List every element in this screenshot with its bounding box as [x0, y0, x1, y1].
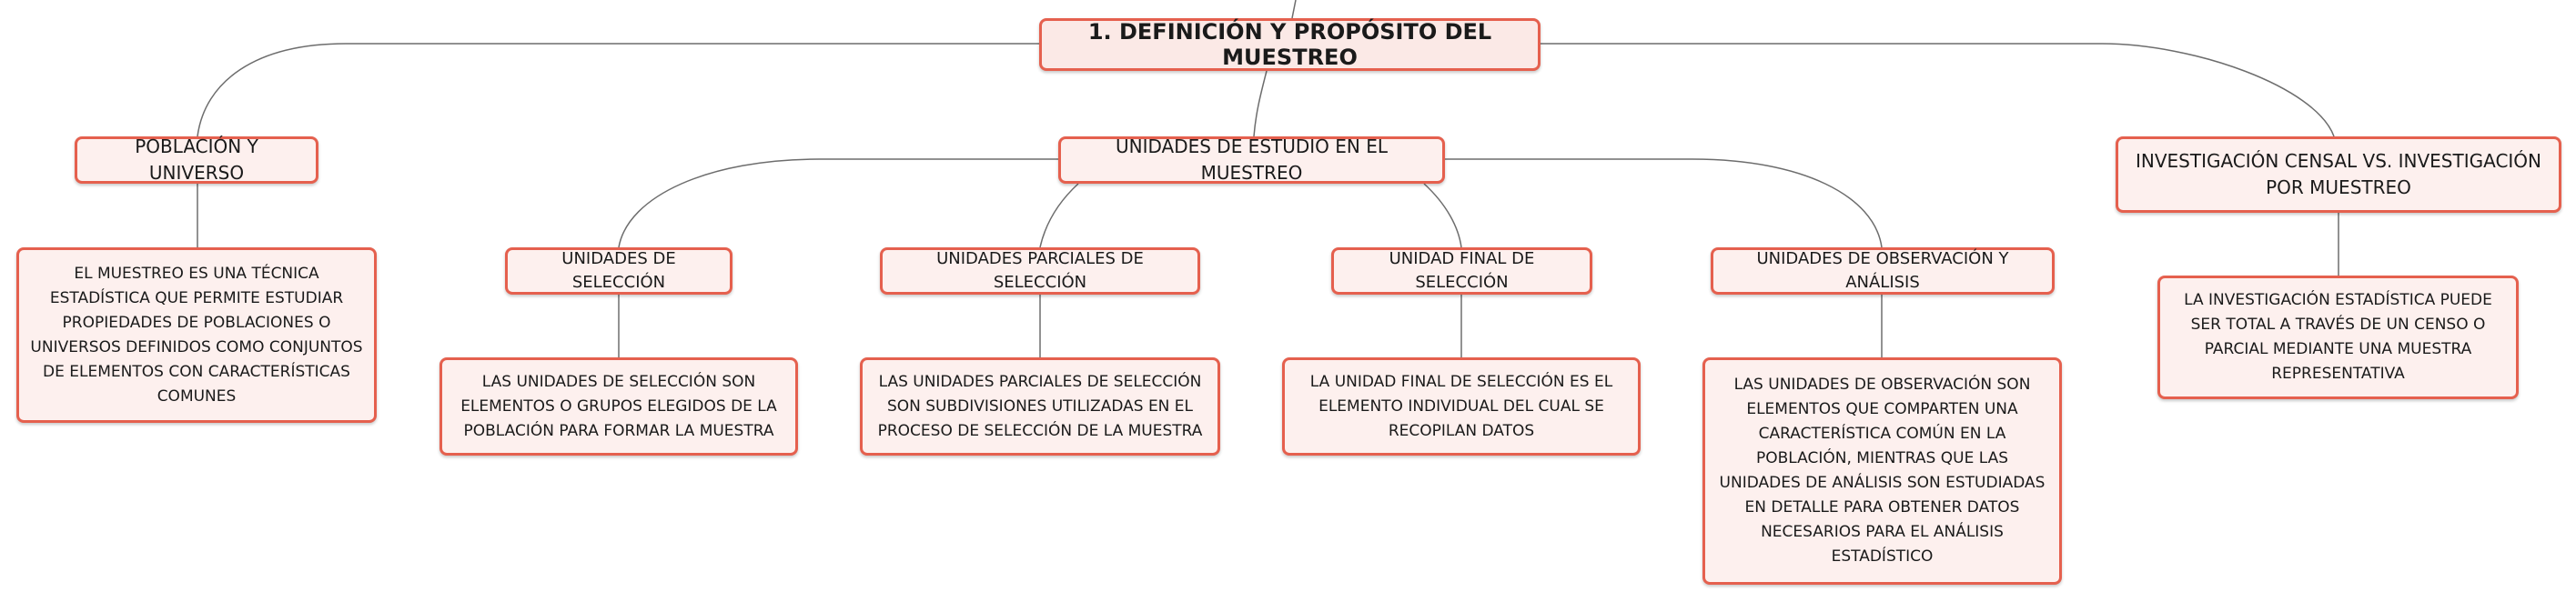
- topic-poblacion-universo[interactable]: POBLACIÓN Y UNIVERSO: [75, 135, 318, 184]
- detail-investigacion-censal[interactable]: LA INVESTIGACIÓN ESTADÍSTICA PUEDE SER T…: [2157, 276, 2519, 399]
- connector-unidades-parciales: [1039, 183, 1079, 248]
- topic-poblacion-universo-label: POBLACIÓN Y UNIVERSO: [135, 135, 258, 184]
- detail-unidad-final[interactable]: LA UNIDAD FINAL DE SELECCIÓN ES EL ELEME…: [1282, 357, 1641, 456]
- detail-unidades-observacion-text: LAS UNIDADES DE OBSERVACIÓN SON ELEMENTO…: [1719, 376, 2046, 566]
- detail-unidades-seleccion[interactable]: LAS UNIDADES DE SELECCIÓN SON ELEMENTOS …: [439, 357, 798, 456]
- detail-unidades-parciales-text: LAS UNIDADES PARCIALES DE SELECCIÓN SON …: [877, 372, 1203, 440]
- detail-unidad-final-text: LA UNIDAD FINAL DE SELECCIÓN ES EL ELEME…: [1309, 372, 1613, 440]
- root-topic-label: 1. DEFINICIÓN Y PROPÓSITO DEL MUESTREO: [1087, 19, 1492, 70]
- connector-root-investigacion: [1538, 43, 2335, 137]
- connector-root-unidades: [1253, 70, 1268, 137]
- topic-unidades-estudio[interactable]: UNIDADES DE ESTUDIO EN EL MUESTREO: [1058, 135, 1445, 184]
- subtopic-unidades-parciales[interactable]: UNIDADES PARCIALES DE SELECCIÓN: [880, 247, 1200, 295]
- detail-investigacion-censal-text: LA INVESTIGACIÓN ESTADÍSTICA PUEDE SER T…: [2184, 291, 2492, 383]
- subtopic-unidades-seleccion[interactable]: UNIDADES DE SELECCIÓN: [505, 247, 732, 295]
- subtopic-unidades-observacion[interactable]: UNIDADES DE OBSERVACIÓN Y ANÁLISIS: [1711, 247, 2055, 295]
- topic-investigacion-censal[interactable]: INVESTIGACIÓN CENSAL VS. INVESTIGACIÓN P…: [2116, 136, 2561, 213]
- detail-unidades-seleccion-text: LAS UNIDADES DE SELECCIÓN SON ELEMENTOS …: [460, 372, 777, 440]
- connector-root-poblacion: [197, 43, 1039, 137]
- subtopic-unidades-observacion-label: UNIDADES DE OBSERVACIÓN Y ANÁLISIS: [1756, 249, 2009, 292]
- root-topic[interactable]: 1. DEFINICIÓN Y PROPÓSITO DEL MUESTREO: [1039, 18, 1541, 71]
- subtopic-unidad-final[interactable]: UNIDAD FINAL DE SELECCIÓN: [1331, 247, 1592, 295]
- detail-poblacion-universo[interactable]: EL MUESTREO ES UNA TÉCNICA ESTADÍSTICA Q…: [16, 247, 377, 423]
- topic-unidades-estudio-label: UNIDADES DE ESTUDIO EN EL MUESTREO: [1115, 135, 1389, 184]
- detail-unidades-parciales[interactable]: LAS UNIDADES PARCIALES DE SELECCIÓN SON …: [860, 357, 1220, 456]
- connector-unidades-observacion: [1445, 158, 1883, 248]
- connector-unidades-final: [1423, 183, 1462, 248]
- subtopic-unidad-final-label: UNIDAD FINAL DE SELECCIÓN: [1389, 249, 1535, 292]
- detail-poblacion-universo-text: EL MUESTREO ES UNA TÉCNICA ESTADÍSTICA Q…: [30, 264, 363, 406]
- connector-parent-root: [1291, 0, 1297, 19]
- subtopic-unidades-parciales-label: UNIDADES PARCIALES DE SELECCIÓN: [936, 249, 1144, 292]
- subtopic-unidades-seleccion-label: UNIDADES DE SELECCIÓN: [561, 249, 676, 292]
- detail-unidades-observacion[interactable]: LAS UNIDADES DE OBSERVACIÓN SON ELEMENTO…: [1702, 357, 2062, 585]
- topic-investigacion-censal-label: INVESTIGACIÓN CENSAL VS. INVESTIGACIÓN P…: [2135, 150, 2542, 198]
- connector-unidades-seleccion: [618, 158, 1058, 248]
